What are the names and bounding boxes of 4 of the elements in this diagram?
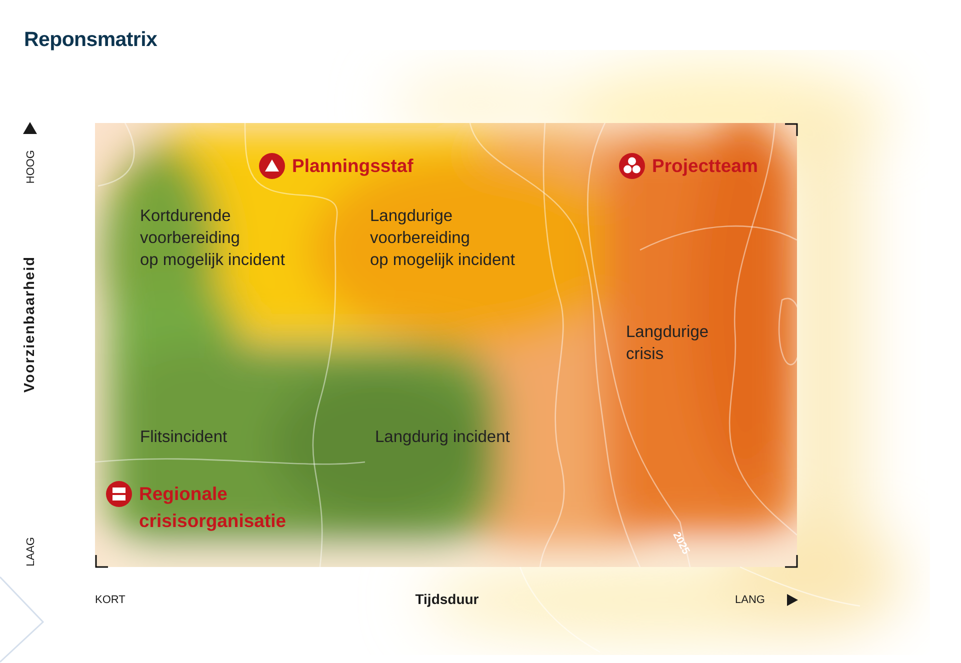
axis-title: Voorzienbaarheid [23, 256, 37, 393]
axis-end-label: LAAG [24, 537, 38, 566]
axis-end-label: HOOG [24, 150, 38, 184]
diagram-title: Reponsmatrix [24, 27, 158, 53]
